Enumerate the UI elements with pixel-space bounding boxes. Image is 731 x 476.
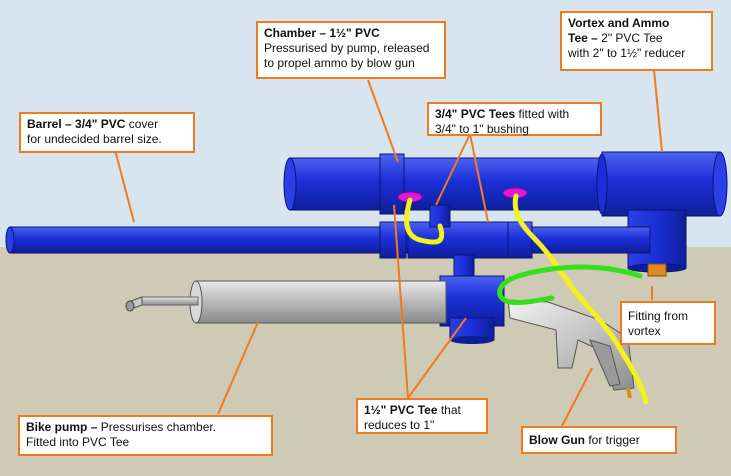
callout-tees-title: 3/4" PVC Tees (435, 107, 516, 121)
leader-pump (217, 321, 259, 415)
callout-blow-gun-title: Blow Gun (529, 433, 585, 447)
callout-vortex-title-line1: Vortex and Ammo (568, 16, 670, 30)
callout-bike-pump-title-rest: Pressurises chamber. (100, 420, 217, 434)
callout-chamber: Chamber – 1½" PVC Pressurised by pump, r… (256, 21, 446, 79)
callout-tees-title-rest: fitted with (515, 107, 570, 121)
callout-chamber-body-line1: Pressurised by pump, released (264, 41, 430, 55)
callout-blow-gun-title-rest: for trigger (585, 433, 640, 447)
callout-fitting-line1: Fitting from (628, 309, 689, 323)
callout-barrel-body: for undecided barrel size. (27, 132, 162, 146)
callout-vortex: Vortex and Ammo Tee – 2" PVC Tee with 2"… (560, 11, 713, 71)
callout-tee-large: 1½" PVC Tee that reduces to 1" (356, 398, 488, 434)
callout-blow-gun: Blow Gun for trigger (521, 426, 677, 454)
callout-barrel-title: Barrel – 3/4" PVC (27, 117, 126, 131)
leader-vortex (653, 69, 663, 153)
leader-barrel (114, 149, 135, 223)
callout-tees: 3/4" PVC Tees fitted with 3/4" to 1" bus… (427, 102, 602, 136)
callout-barrel-title-rest: cover (125, 117, 159, 131)
leader-tee-large-a (393, 204, 409, 399)
callout-bike-pump-title: Bike pump – (26, 420, 101, 434)
yellow-hose-left (404, 197, 445, 245)
leader-tee-b (469, 133, 489, 223)
leader-lines (114, 69, 663, 427)
large-tee (439, 275, 505, 344)
callout-barrel: Barrel – 3/4" PVC cover for undecided ba… (19, 112, 195, 153)
callout-fitting-line2: vortex (628, 324, 661, 338)
callout-tee-large-title: 1½" PVC Tee (364, 403, 438, 417)
callout-chamber-body-line2: to propel ammo by blow gun (264, 56, 415, 70)
barrel-pipe (5, 221, 651, 259)
leader-tee-a (435, 133, 471, 206)
leader-blow-gun (561, 367, 593, 427)
callout-vortex-title-line2-rest: 2" PVC Tee (601, 31, 663, 45)
callout-vortex-title-line2: Tee – (568, 31, 602, 45)
callout-tee-large-body: reduces to 1" (364, 418, 435, 432)
leader-tee-large-b (407, 317, 467, 399)
chamber-pipe (283, 153, 611, 215)
vortex-tee (596, 151, 728, 277)
yellow-hose-right (512, 193, 649, 405)
callout-bike-pump-body: Fitted into PVC Tee (26, 435, 130, 449)
callout-tees-body: 3/4" to 1" bushing (435, 122, 529, 136)
leader-chamber (367, 79, 399, 163)
callout-fitting: Fitting from vortex (620, 301, 716, 345)
callout-vortex-body: with 2" to 1½" reducer (568, 46, 686, 60)
green-hose (497, 264, 643, 305)
callout-bike-pump: Bike pump – Pressurises chamber. Fitted … (18, 415, 273, 456)
callout-chamber-title: Chamber – 1½" PVC (264, 26, 380, 40)
bike-pump (125, 280, 447, 324)
callout-tee-large-title-rest: that (437, 403, 461, 417)
